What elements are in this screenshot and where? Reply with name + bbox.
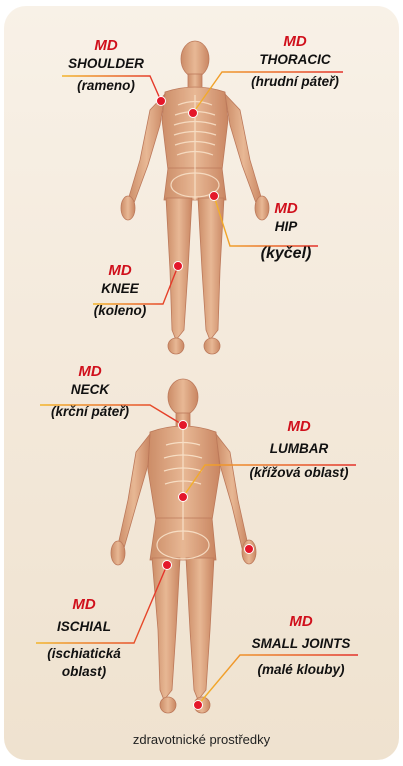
- ischial-name: ISCHIAL: [30, 618, 138, 635]
- hip-marker: [210, 192, 219, 201]
- hip-md: MD: [250, 200, 322, 218]
- label-thoracic: MD THORACIC (hrudní páteř): [245, 33, 345, 91]
- lumbar-md: MD: [238, 418, 360, 436]
- shoulder-marker: [157, 97, 166, 106]
- knee-sub: (koleno): [80, 302, 160, 320]
- small-joints-name: SMALL JOINTS: [240, 635, 362, 652]
- label-neck: MD NECK (krční páteř): [38, 363, 142, 421]
- thoracic-sub: (hrudní páteř): [245, 73, 345, 91]
- neck-name: NECK: [38, 381, 142, 398]
- hip-sub: (kyčel): [250, 245, 322, 263]
- small-joints-marker-foot: [194, 701, 203, 710]
- shoulder-sub: (rameno): [60, 77, 152, 95]
- shoulder-md: MD: [60, 37, 152, 55]
- ischial-md: MD: [30, 596, 138, 614]
- ischial-sub-2: oblast): [30, 663, 138, 681]
- neck-marker: [179, 421, 188, 430]
- label-shoulder: MD SHOULDER (rameno): [60, 37, 152, 95]
- knee-md: MD: [80, 262, 160, 280]
- label-lumbar: MD LUMBAR (křížová oblast): [238, 418, 360, 482]
- hip-name: HIP: [250, 218, 322, 235]
- small-joints-sub: (malé klouby): [240, 661, 362, 679]
- small-joints-md: MD: [240, 613, 362, 631]
- thoracic-marker: [189, 109, 198, 118]
- thoracic-md: MD: [245, 33, 345, 51]
- small-joints-marker-hand: [245, 545, 254, 554]
- lumbar-marker: [179, 493, 188, 502]
- ischial-sub-1: (ischiatická: [30, 645, 138, 663]
- knee-name: KNEE: [80, 280, 160, 297]
- footer-text: zdravotnické prostředky: [0, 732, 403, 747]
- neck-md: MD: [38, 363, 142, 381]
- neck-sub: (krční páteř): [38, 403, 142, 421]
- lumbar-name: LUMBAR: [238, 440, 360, 457]
- label-small-joints: MD SMALL JOINTS (malé klouby): [240, 613, 362, 679]
- ischial-marker: [163, 561, 172, 570]
- label-ischial: MD ISCHIAL (ischiatická oblast): [30, 596, 138, 681]
- shoulder-name: SHOULDER: [60, 55, 152, 72]
- thoracic-name: THORACIC: [245, 51, 345, 68]
- lumbar-sub: (křížová oblast): [238, 464, 360, 482]
- knee-marker: [174, 262, 183, 271]
- label-hip: MD HIP (kyčel): [250, 200, 322, 263]
- label-knee: MD KNEE (koleno): [80, 262, 160, 320]
